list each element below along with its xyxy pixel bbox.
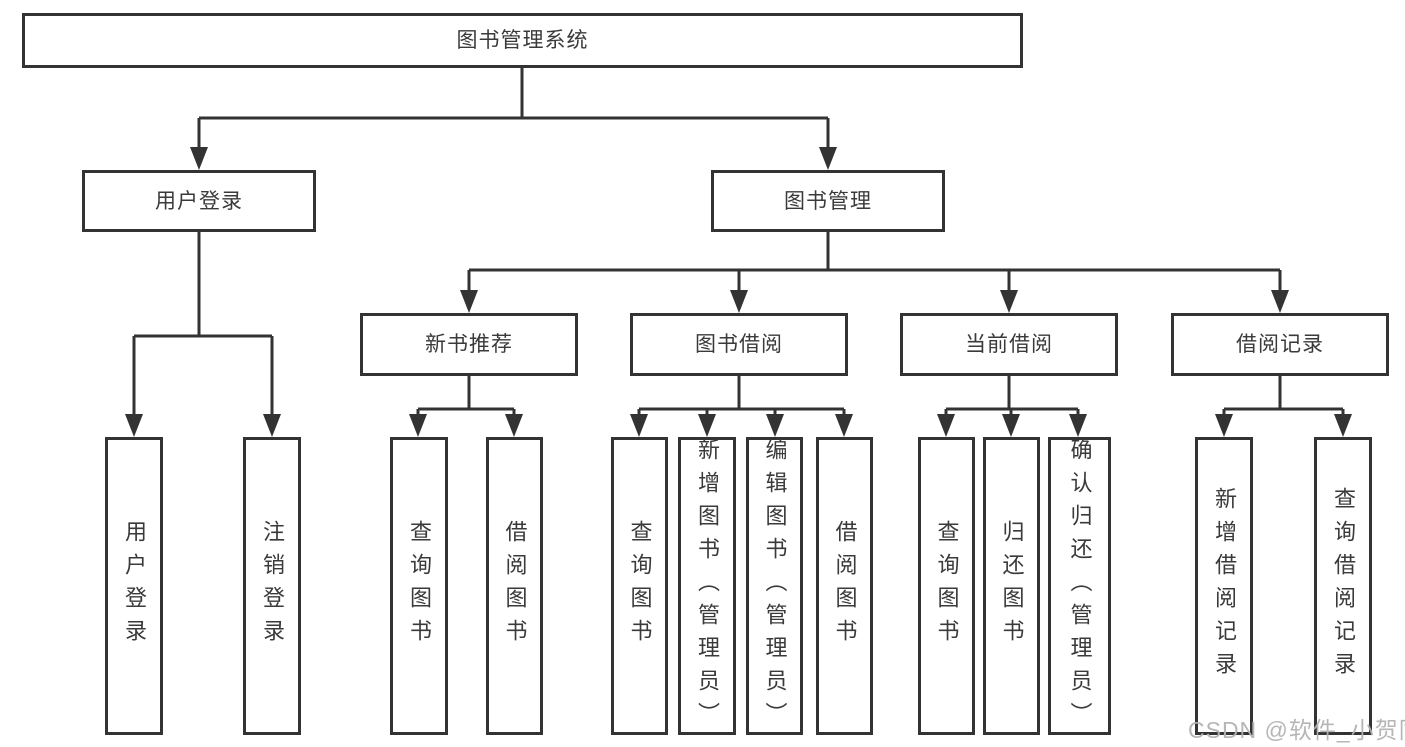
node-leaf-borrow-books-1-label: 借阅图书 — [502, 520, 528, 652]
arrowhead-icon — [460, 290, 478, 313]
node-book-management: 图书管理 — [711, 170, 945, 232]
arrowhead-icon — [1271, 290, 1289, 313]
node-user-login-label: 用户登录 — [155, 189, 243, 213]
arrowhead-icon — [730, 290, 748, 313]
node-root-label: 图书管理系统 — [456, 29, 589, 52]
arrowhead-icon — [1002, 414, 1020, 437]
node-leaf-query-books-1: 查询图书 — [390, 437, 448, 735]
node-borrow-record: 借阅记录 — [1171, 313, 1389, 376]
arrowhead-icon — [766, 414, 784, 437]
node-leaf-confirm-return-admin: 确认归还（管理员） — [1048, 437, 1111, 735]
node-leaf-add-borrow-record-label: 新增借阅记录 — [1212, 487, 1237, 685]
node-leaf-edit-books-admin: 编辑图书（管理员） — [746, 437, 803, 735]
node-user-login: 用户登录 — [82, 170, 316, 232]
arrowhead-icon — [125, 414, 143, 437]
node-leaf-user-login-label: 用户登录 — [122, 520, 147, 652]
node-leaf-borrow-books-2-label: 借阅图书 — [832, 520, 858, 652]
node-current-borrow-label: 当前借阅 — [965, 333, 1053, 356]
arrowhead-icon — [190, 147, 208, 170]
node-book-management-label: 图书管理 — [784, 189, 872, 213]
node-new-book-recommend: 新书推荐 — [360, 313, 578, 376]
connector-path — [132, 68, 1345, 416]
node-leaf-add-borrow-record: 新增借阅记录 — [1195, 437, 1253, 735]
arrowhead-icon — [630, 414, 648, 437]
watermark: CSDN @软件_小贺同学 — [1188, 717, 1405, 743]
node-leaf-return-books-label: 归还图书 — [999, 520, 1025, 652]
node-book-borrow: 图书借阅 — [630, 313, 848, 376]
node-leaf-user-login: 用户登录 — [105, 437, 163, 735]
node-borrow-record-label: 借阅记录 — [1236, 333, 1324, 356]
node-leaf-borrow-books-2: 借阅图书 — [816, 437, 873, 735]
node-leaf-query-borrow-record: 查询借阅记录 — [1314, 437, 1372, 735]
node-leaf-add-books-admin-label: 新增图书（管理员） — [695, 437, 720, 735]
arrowhead-icon — [698, 414, 716, 437]
arrowhead-icon — [263, 414, 281, 437]
arrowhead-icon — [1215, 414, 1233, 437]
node-leaf-query-books-2-label: 查询图书 — [627, 520, 653, 652]
node-book-borrow-label: 图书借阅 — [695, 333, 783, 356]
node-leaf-query-books-1-label: 查询图书 — [407, 520, 432, 652]
arrowhead-icon — [937, 414, 955, 437]
node-leaf-add-books-admin: 新增图书（管理员） — [678, 437, 736, 735]
node-leaf-query-books-3-label: 查询图书 — [934, 520, 960, 652]
node-root: 图书管理系统 — [22, 13, 1023, 68]
node-leaf-borrow-books-1: 借阅图书 — [486, 437, 543, 735]
node-leaf-query-books-2: 查询图书 — [611, 437, 668, 735]
node-leaf-logout-label: 注销登录 — [260, 520, 285, 652]
node-new-book-recommend-label: 新书推荐 — [425, 333, 513, 356]
node-leaf-edit-books-admin-label: 编辑图书（管理员） — [762, 437, 788, 735]
arrowhead-icon — [1000, 290, 1018, 313]
arrowhead-icon — [835, 414, 853, 437]
node-current-borrow: 当前借阅 — [900, 313, 1118, 376]
node-leaf-return-books: 归还图书 — [983, 437, 1040, 735]
arrowhead-icon — [1069, 414, 1087, 437]
node-leaf-logout: 注销登录 — [243, 437, 301, 735]
arrowhead-icon — [505, 414, 523, 437]
arrowhead-icon — [409, 414, 427, 437]
arrowhead-icon — [1334, 414, 1352, 437]
node-leaf-query-borrow-record-label: 查询借阅记录 — [1331, 487, 1356, 685]
node-leaf-query-books-3: 查询图书 — [918, 437, 975, 735]
arrowhead-icon — [819, 147, 837, 170]
node-leaf-confirm-return-admin-label: 确认归还（管理员） — [1067, 437, 1093, 735]
